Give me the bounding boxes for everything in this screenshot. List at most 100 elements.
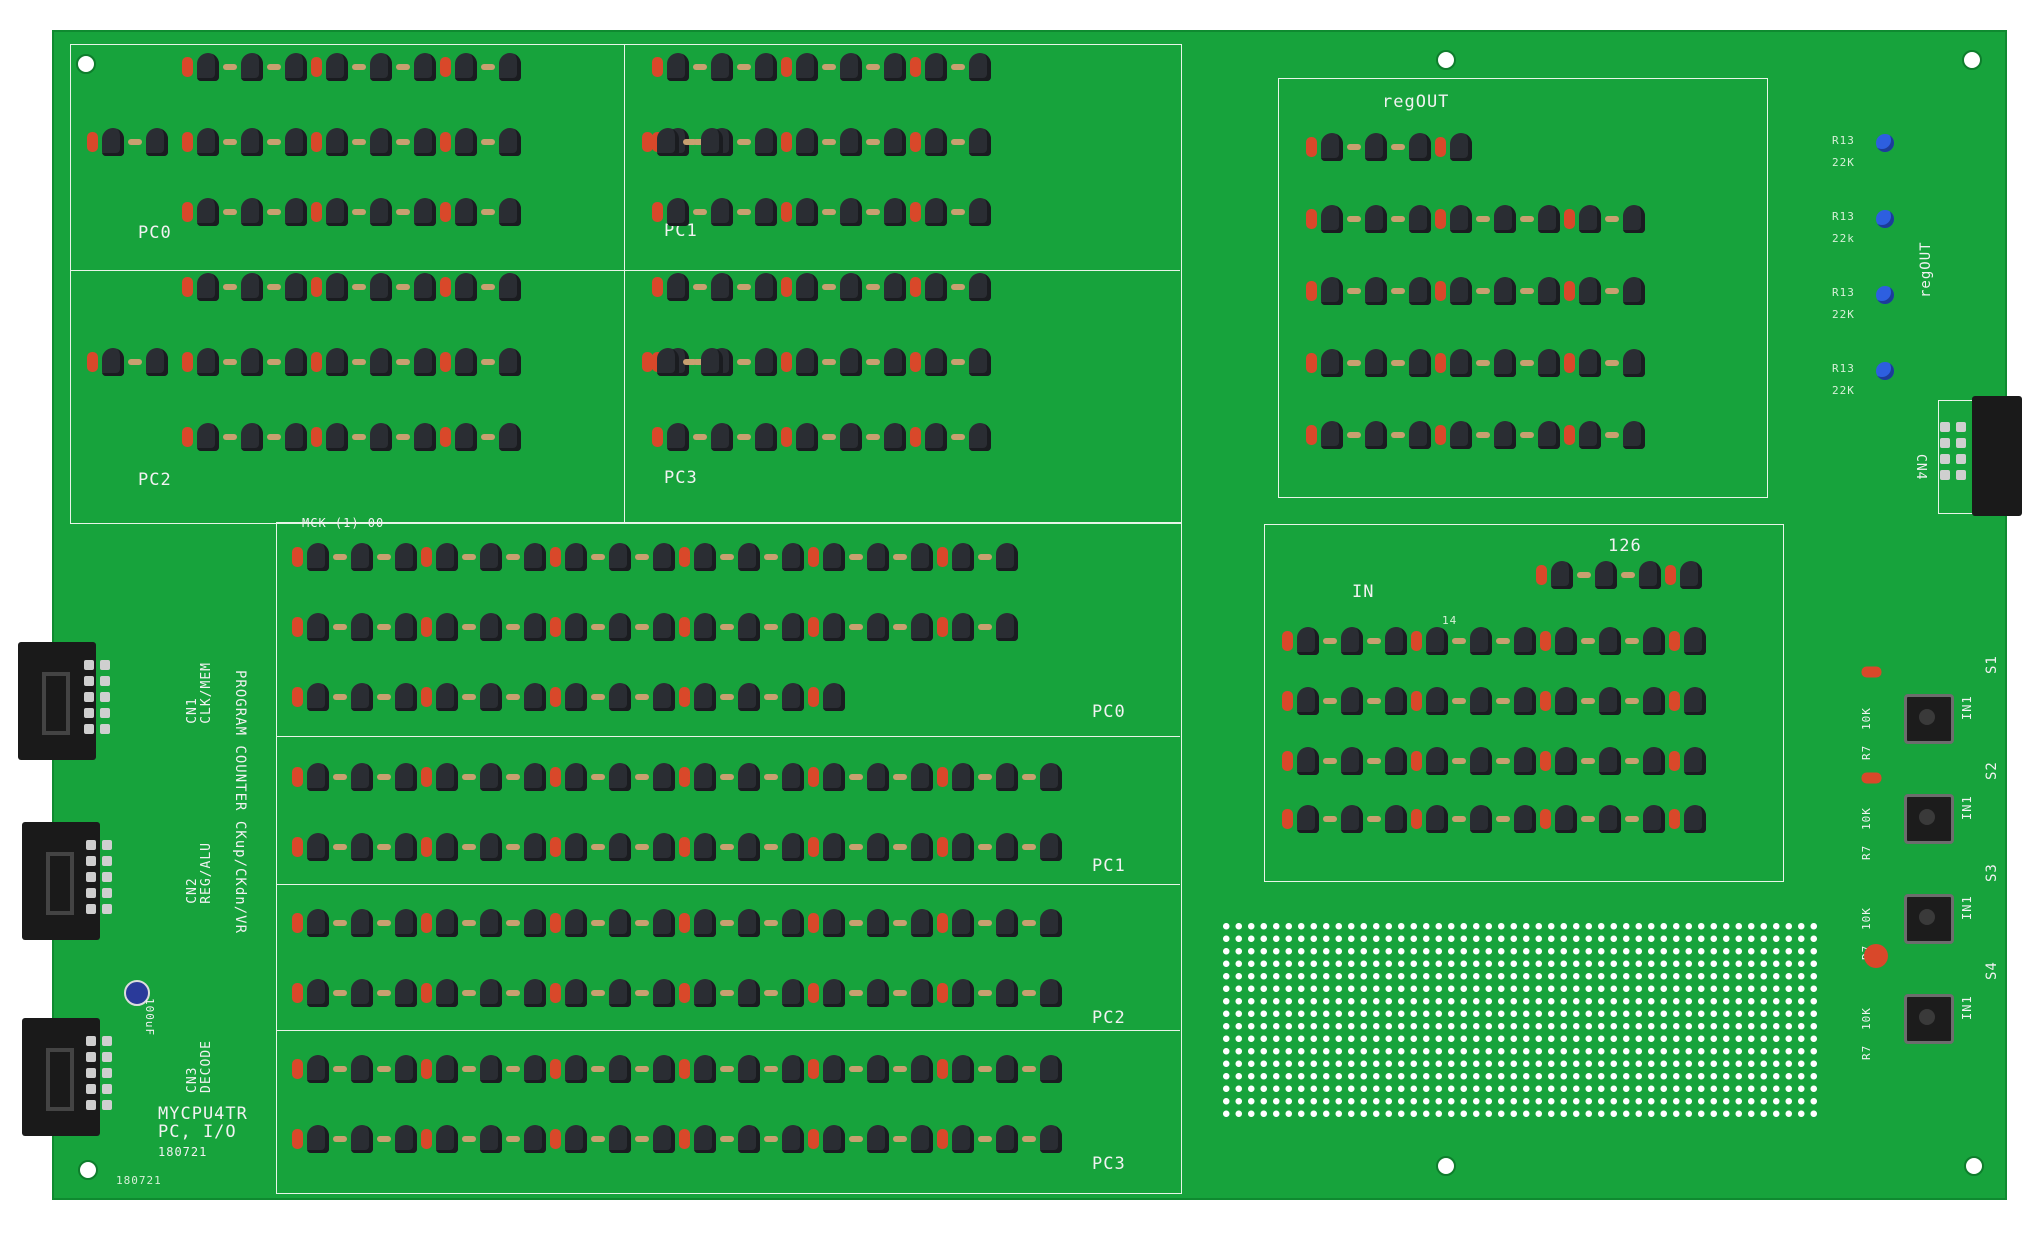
resistor (267, 64, 281, 70)
component-row (87, 125, 177, 159)
ceramic-capacitor (1564, 209, 1575, 229)
transistor (782, 683, 804, 711)
pc-module-top (70, 44, 1182, 524)
resistor (1367, 816, 1381, 822)
transistor (1321, 421, 1343, 449)
resistor (506, 920, 520, 926)
transistor (867, 909, 889, 937)
ceramic-capacitor (679, 837, 690, 857)
component-row (1536, 558, 1726, 592)
switch-s1-capacitor (1861, 666, 1882, 678)
resistor (352, 139, 366, 145)
switch-s3-disc-capacitor (1864, 944, 1888, 968)
led-3 (1876, 362, 1894, 380)
ceramic-capacitor (292, 767, 303, 787)
resistor (377, 624, 391, 630)
resistor (1323, 638, 1337, 644)
resistor (683, 359, 697, 365)
transistor (1321, 133, 1343, 161)
transistor (1409, 277, 1431, 305)
transistor (694, 833, 716, 861)
pc-divider-2 (276, 884, 1180, 885)
cn3-sublabel: DECODE (199, 1040, 214, 1093)
resistor (333, 624, 347, 630)
transistor (326, 273, 348, 301)
resistor (764, 774, 778, 780)
transistor (197, 423, 219, 451)
transistor (925, 198, 947, 226)
transistor (823, 1055, 845, 1083)
resistor (462, 1066, 476, 1072)
ceramic-capacitor (808, 1059, 819, 1079)
component-row (182, 270, 562, 304)
ceramic-capacitor (1282, 809, 1293, 829)
transistor (1514, 687, 1536, 715)
ceramic-capacitor (421, 837, 432, 857)
resistor (506, 624, 520, 630)
resistor (1391, 144, 1405, 150)
transistor (436, 613, 458, 641)
transistor (1426, 747, 1448, 775)
transistor (653, 833, 675, 861)
transistor (524, 613, 546, 641)
resistor (462, 774, 476, 780)
resistor (849, 920, 863, 926)
transistor (565, 1055, 587, 1083)
transistor (197, 198, 219, 226)
ceramic-capacitor (937, 837, 948, 857)
transistor (694, 979, 716, 1007)
resistor (506, 554, 520, 560)
resistor (1496, 758, 1510, 764)
transistor (1365, 133, 1387, 161)
ceramic-capacitor (910, 132, 921, 152)
switch-s2-in: IN1 (1960, 795, 1974, 820)
resistor (893, 774, 907, 780)
transistor (524, 683, 546, 711)
transistor (925, 53, 947, 81)
transistor (307, 833, 329, 861)
resistor (693, 64, 707, 70)
transistor (738, 1055, 760, 1083)
transistor (1040, 1125, 1062, 1153)
transistor (1365, 205, 1387, 233)
resistor (893, 844, 907, 850)
transistor (436, 833, 458, 861)
resistor (683, 139, 697, 145)
push-switch-s4[interactable] (1904, 994, 1954, 1044)
resistor (978, 844, 992, 850)
component-row (1282, 624, 1762, 658)
transistor (1341, 805, 1363, 833)
transistor (1684, 627, 1706, 655)
resistor (737, 359, 751, 365)
transistor (701, 128, 723, 156)
resistor (377, 844, 391, 850)
ceramic-capacitor (679, 1129, 690, 1149)
ceramic-capacitor (808, 617, 819, 637)
ceramic-capacitor (1540, 809, 1551, 829)
resistor (377, 554, 391, 560)
resistor (635, 990, 649, 996)
transistor (1623, 421, 1645, 449)
pc-module-bottom (276, 522, 1182, 1194)
resistor (481, 284, 495, 290)
resistor (352, 359, 366, 365)
resistor (591, 624, 605, 630)
push-switch-s1[interactable] (1904, 694, 1954, 744)
resistor (737, 284, 751, 290)
transistor (1321, 205, 1343, 233)
mounting-hole (1436, 1156, 1456, 1176)
push-switch-s3[interactable] (1904, 894, 1954, 944)
push-switch-s2[interactable] (1904, 794, 1954, 844)
component-row (292, 680, 902, 714)
resistor (1476, 216, 1490, 222)
transistor (455, 53, 477, 81)
transistor (1494, 205, 1516, 233)
transistor (796, 128, 818, 156)
transistor (911, 613, 933, 641)
resistor (1581, 698, 1595, 704)
cn3-id: CN3 (185, 1066, 200, 1093)
resistor (764, 1136, 778, 1142)
transistor (436, 683, 458, 711)
resistor (1581, 758, 1595, 764)
transistor (351, 909, 373, 937)
